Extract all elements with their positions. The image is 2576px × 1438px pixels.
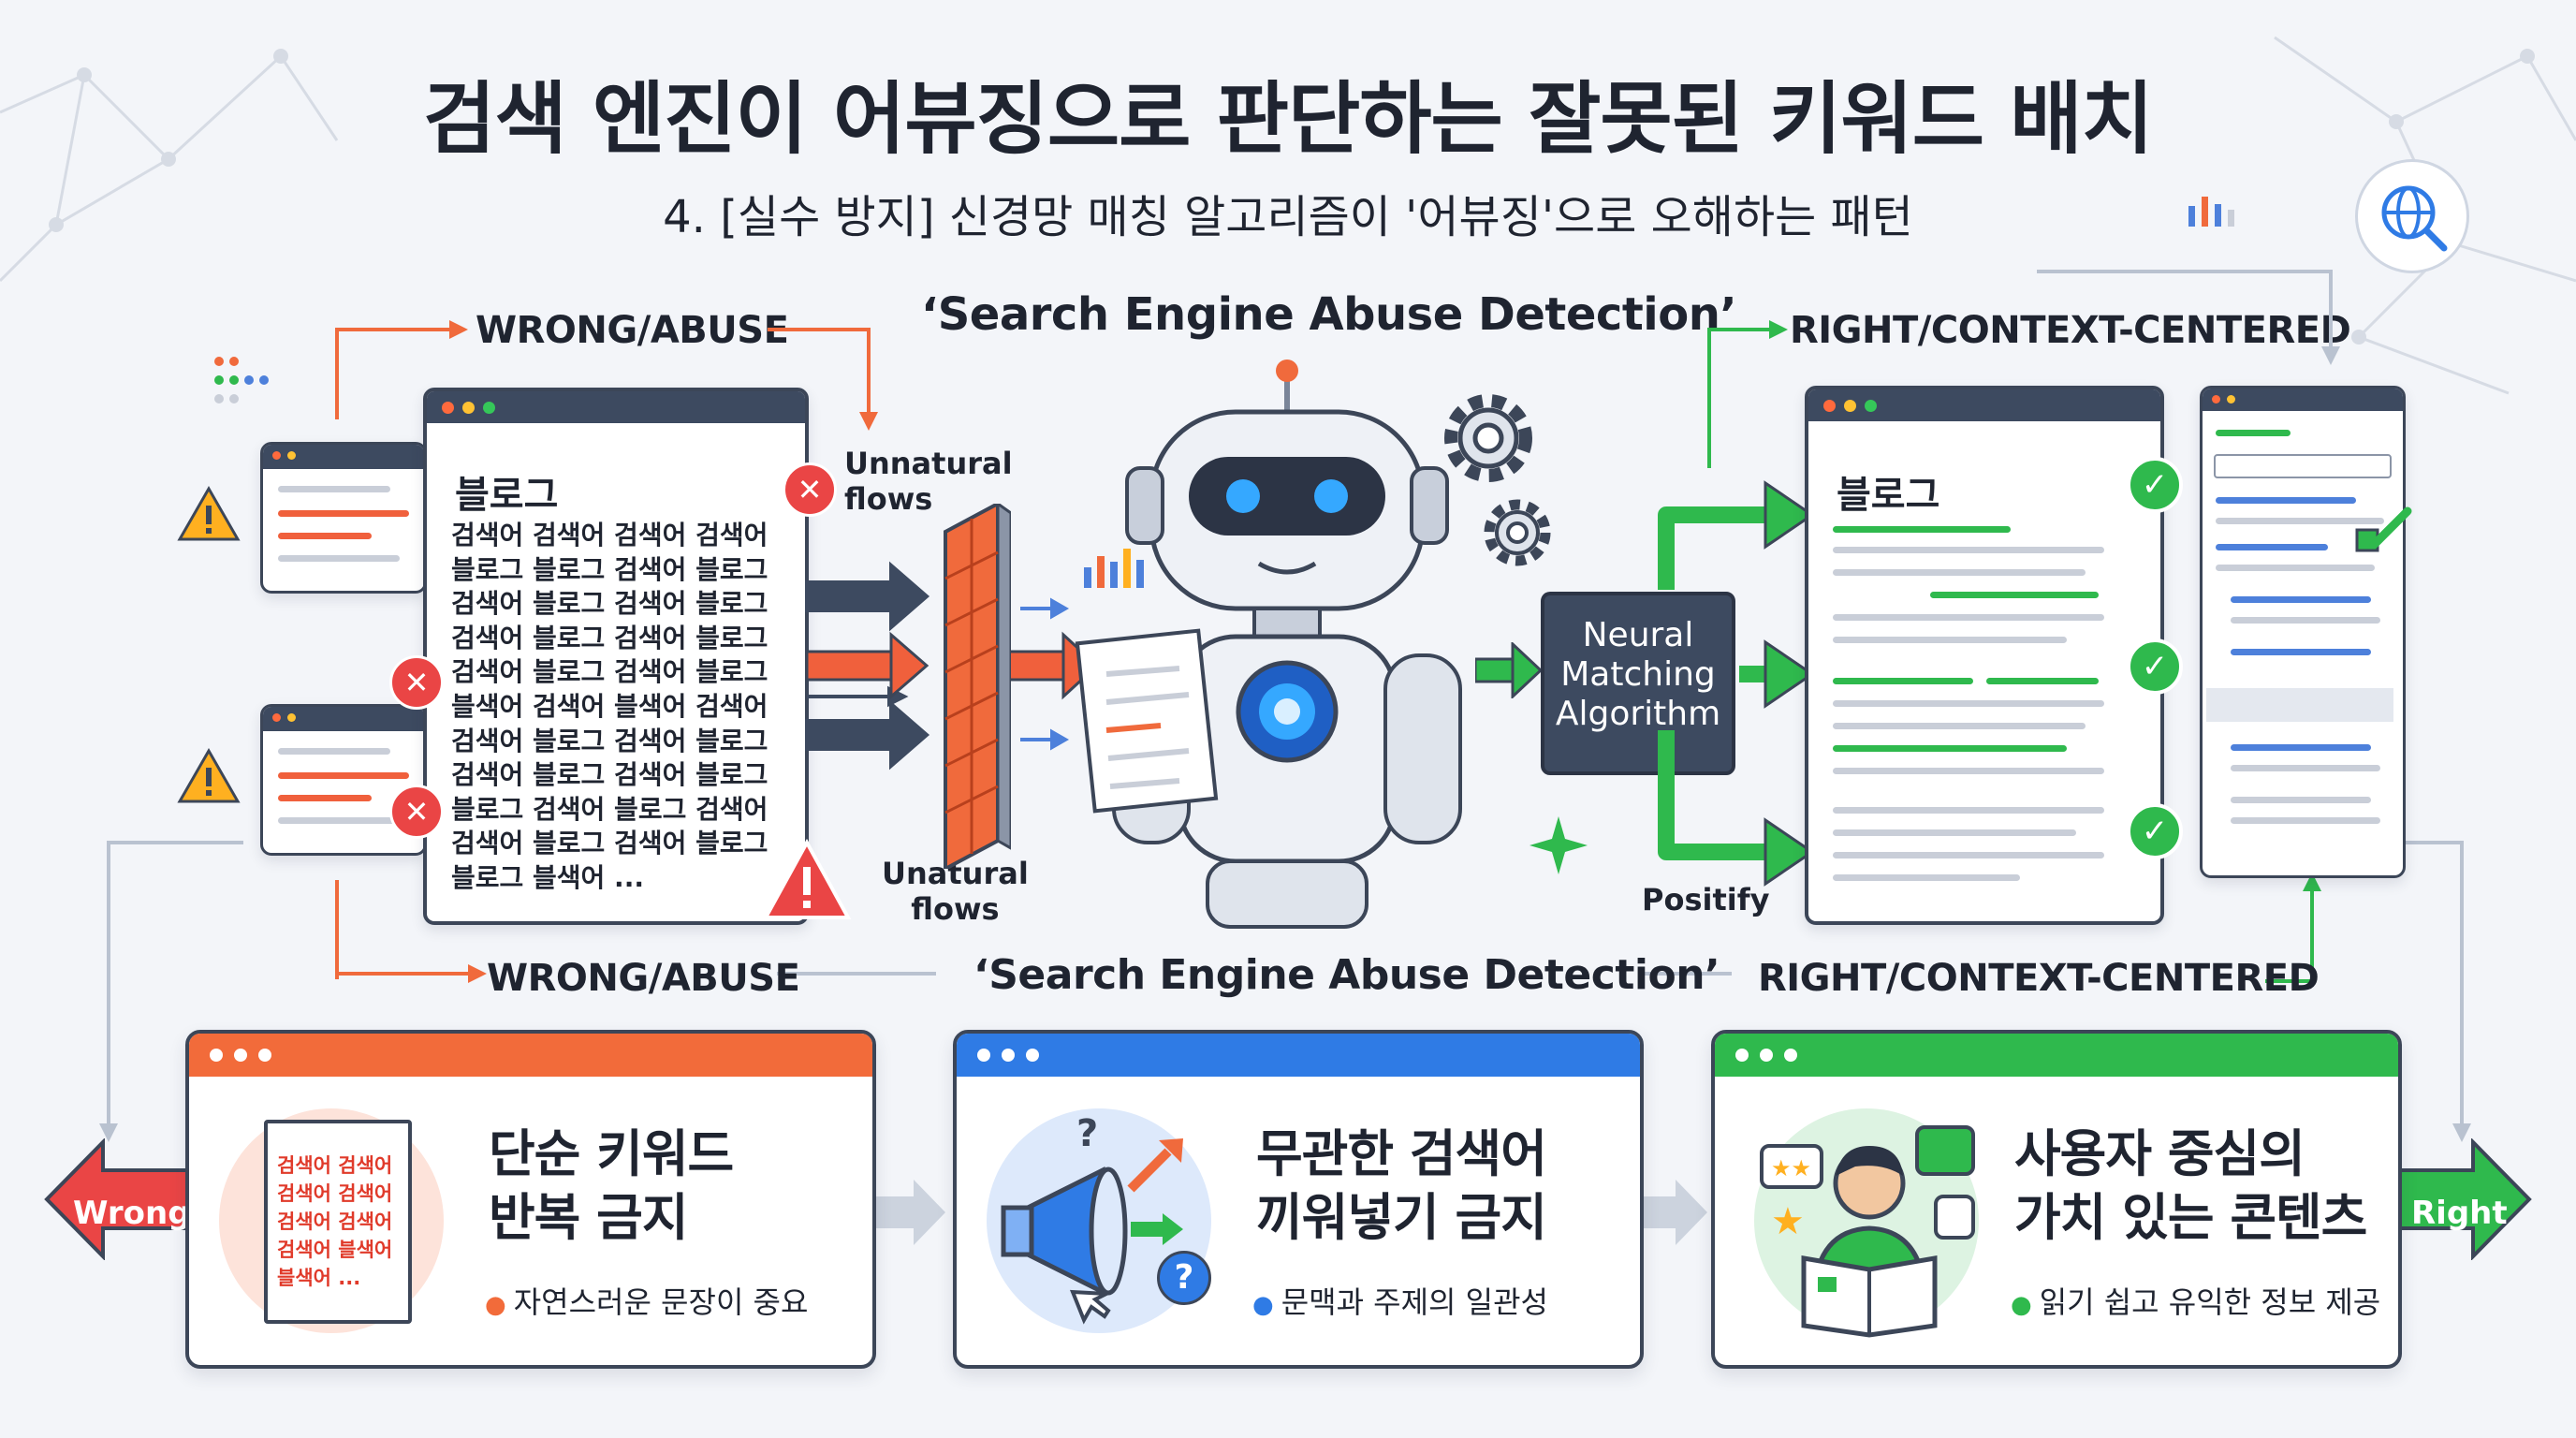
gear-icon [1444,394,1532,482]
pointer-icon [2355,506,2412,552]
keyword-line: 블로그 검색어 블로그 검색어 [451,793,768,825]
keyword-line: 검색어 블로그 검색어 블로그 [451,656,768,688]
page-subtitle: 4. [실수 방지] 신경망 매칭 알고리즘이 '어뷰징'으로 오해하는 패턴 [663,191,1913,243]
keyword-line: 블로그 블색어 ... [451,861,644,893]
neural-matching-algorithm-box [1541,592,1735,775]
keyword-line: 검색어 블로그 검색어 블로그 [451,828,768,859]
keyword-line: 검색어 블로그 검색어 블로그 [451,622,768,653]
check-icon: ✓ [2127,638,2183,695]
robot-illustration [1075,360,1462,929]
wrong-side-label: Wrong [73,1195,191,1232]
stuffed-line: 검색어 검색어 [277,1182,393,1205]
green-arrow-to-algorithm [1475,642,1543,698]
card-subtitle: ●문맥과 주제의 일관성 [1252,1284,1548,1320]
small-window-1 [260,442,427,594]
branching-arrows-to-blog [1658,480,1815,887]
sparkle-icon [1530,816,1588,874]
page-title: 검색 엔진이 어뷰징으로 판단하는 잘못된 키워드 배치 [423,73,2154,165]
card-title: 단순 키워드 반복 금지 [489,1124,734,1247]
keyword-line: 검색어 블로그 검색어 블로그 [451,588,768,620]
wrong-abuse-label-mid: WRONG/ABUSE [487,957,800,1000]
question-icon: ? [1157,1251,1211,1305]
search-box [2214,454,2392,478]
globe-search-icon [2355,159,2469,273]
warning-icon [177,485,241,541]
right-side-label: Right [2411,1195,2508,1232]
card-subtitle: ●자연스러운 문장이 중요 [485,1284,809,1320]
keyword-line: 블색어 검색어 블색어 검색어 [451,690,768,722]
card-title: 무관한 검색어 끼워넣기 금지 [1256,1124,1547,1247]
keyword-line: 검색어 블로그 검색어 블로그 [451,759,768,791]
question-mark: ? [1076,1112,1099,1155]
decor-bars [1084,543,1149,594]
stuffed-line: 블색어 ... [277,1267,361,1289]
keyword-line: 검색어 블로그 검색어 블로그 [451,725,768,756]
decor-dots [213,356,288,416]
card-user-centered-content: ★★ ★ 사용자 중심의 가치 있는 콘텐츠 ●읽기 쉽고 유익한 정보 제공 [1711,1030,2402,1369]
reader-icon: ★★ ★ [1760,1125,1975,1338]
context-centered-blog-window: 블로그 [1805,386,2164,925]
blog-heading: 블로그 [455,474,559,517]
error-icon: ✕ [389,785,444,839]
decor-bars [2188,193,2245,234]
card-subtitle: ●읽기 쉽고 유익한 정보 제공 [2011,1284,2381,1320]
card-no-irrelevant-keywords: ? ? 무관한 검색어 끼워넣기 금지 ●문맥과 주제의 일관성 [953,1030,1644,1369]
firewall-icon [944,504,1011,869]
megaphone-icon [1001,1138,1183,1325]
error-icon: ✕ [389,655,444,710]
positify-label: Positify [1642,882,1770,917]
card-title: 사용자 중심의 가치 있는 콘텐츠 [2014,1124,2367,1247]
abuse-detection-label-top: ‘Search Engine Abuse Detection’ [921,288,1737,341]
search-results-window [2200,386,2406,878]
error-icon: ✕ [783,462,837,517]
warning-icon [177,747,241,803]
check-icon: ✓ [2127,457,2183,513]
keyword-line: 블로그 블로그 검색어 블로그 [451,553,768,585]
keyword-line: 검색어 검색어 검색어 검색어 [451,520,768,550]
gear-icon [1484,499,1551,566]
abuse-detection-label-mid: ‘Search Engine Abuse Detection’ [973,951,1720,999]
stuffed-line: 검색어 블색어 [277,1239,393,1261]
wrong-abuse-label-top: WRONG/ABUSE [476,309,789,352]
svg-text:★: ★ [1771,1200,1805,1243]
stuffed-line: 검색어 검색어 [277,1211,393,1233]
stuffed-line: 검색어 검색어 [277,1154,393,1177]
blog-heading: 블로그 [1837,474,1940,517]
right-context-label-mid: RIGHT/CONTEXT-CENTERED [1758,957,2320,1000]
algorithm-label: Neural Matching Algorithm [1555,616,1721,733]
unnatural-flows-label-top: Unnatural flows [844,446,1013,517]
right-context-label-top: RIGHT/CONTEXT-CENTERED [1790,309,2351,352]
check-icon: ✓ [2127,803,2183,859]
svg-text:★★: ★★ [1771,1155,1811,1181]
alert-icon [762,839,852,919]
unnatural-flows-label-bottom: Unatural flows [882,856,1029,927]
